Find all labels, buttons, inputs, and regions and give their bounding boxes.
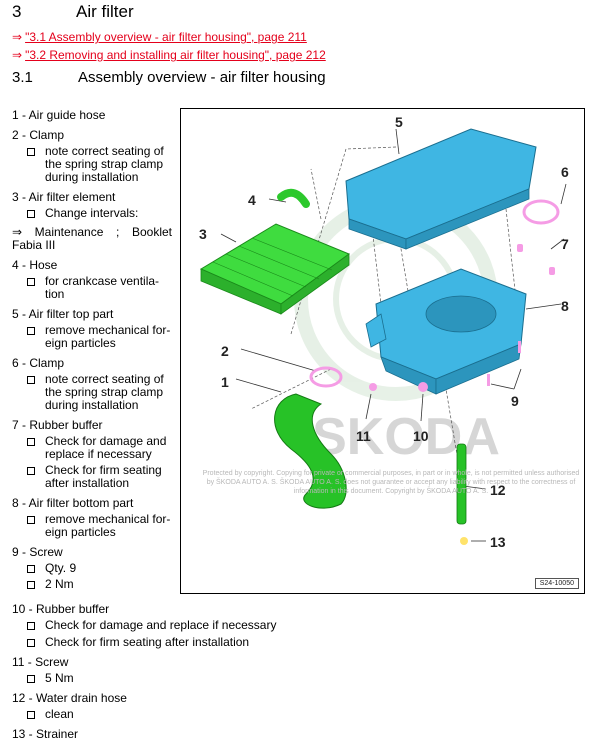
maintenance-reference: ⇒ Maintenance ; Booklet Fabia III [12,226,172,252]
part-item-3: 3 - Air filter element Change intervals:… [12,191,172,252]
part-item-5: 5 - Air filter top part remove mechanica… [12,308,172,350]
callout-1: 1 [221,374,229,390]
part-item-13: 13 - Strainer [12,728,572,741]
part-item-1: 1 - Air guide hose [12,109,172,122]
part-item-9: 9 - Screw Qty. 9 2 Nm [12,546,172,591]
link-removing-installing[interactable]: ⇒"3.2 Removing and installing air filter… [12,48,326,62]
link-arrow-icon: ⇒ [12,30,22,44]
section-title: Assembly overview - air filter housing [78,69,326,86]
callout-4: 4 [248,192,256,208]
part-label: 1 - Air guide hose [12,109,172,122]
part-label: 8 - Air filter bottom part [12,497,172,510]
link-text: "3.1 Assembly overview - air filter hous… [25,30,307,44]
part-label: 11 - Screw [12,656,572,669]
part-note: note correct seating of the spring strap… [12,373,172,412]
part-note: 5 Nm [12,672,572,685]
strainer [460,537,468,545]
part-note: Change intervals: [12,207,172,220]
watermark-text: SKODA [312,408,500,466]
callout-3: 3 [199,226,207,242]
part-note: Check for firm seating after installatio… [12,636,572,649]
callout-11: 11 [356,428,371,444]
part-note: 2 Nm [12,578,172,591]
part-note: remove mechanical for-eign particles [12,324,172,350]
air-filter-top-part [346,129,536,239]
air-filter-drawing: SKODA [181,109,585,594]
exploded-view-figure: SKODA [180,108,585,594]
part-item-10: 10 - Rubber buffer Check for damage and … [12,603,572,649]
callout-7: 7 [561,236,569,252]
part-note: Check for firm seating after installatio… [12,464,172,490]
part-note: for crankcase ventila-tion [12,275,172,301]
rubber-buffer-10 [418,382,428,392]
rubber-buffers-7 [517,244,555,275]
figure-code: S24-10050 [535,578,579,589]
part-item-2: 2 - Clamp note correct seating of the sp… [12,129,172,184]
chapter-title: Air filter [76,2,134,21]
copyright-notice: Protected by copyright. Copying for priv… [201,469,581,496]
link-arrow-icon: ⇒ [12,48,22,62]
part-note: Check for damage and replace if necessar… [12,435,172,461]
parts-list-continued: 10 - Rubber buffer Check for damage and … [12,603,572,744]
part-item-6: 6 - Clamp note correct seating of the sp… [12,357,172,412]
part-label: 9 - Screw [12,546,172,559]
part-item-4: 4 - Hose for crankcase ventila-tion [12,259,172,301]
screw-11 [369,383,377,391]
part-label: 2 - Clamp [12,129,172,142]
chapter-number: 3 [12,2,76,22]
section-number: 3.1 [12,69,78,86]
part-label: 5 - Air filter top part [12,308,172,321]
link-text: "3.2 Removing and installing air filter … [25,48,326,62]
part-note: remove mechanical for-eign particles [12,513,172,539]
part-label: 12 - Water drain hose [12,692,572,705]
callout-6: 6 [561,164,569,180]
part-item-7: 7 - Rubber buffer Check for damage and r… [12,419,172,490]
part-note: clean [12,708,572,721]
callout-9: 9 [511,393,519,409]
callout-8: 8 [561,298,569,314]
crankcase-hose [281,193,306,204]
parts-list: 1 - Air guide hose 2 - Clamp note correc… [12,109,172,594]
link-assembly-overview[interactable]: ⇒"3.1 Assembly overview - air filter hou… [12,30,307,44]
callout-13: 13 [490,534,506,550]
clamp-6 [524,201,558,223]
callout-5: 5 [395,114,403,130]
part-item-11: 11 - Screw 5 Nm [12,656,572,685]
part-note: Qty. 9 [12,562,172,575]
callout-2: 2 [221,343,229,359]
part-label: 10 - Rubber buffer [12,603,572,616]
part-item-8: 8 - Air filter bottom part remove mechan… [12,497,172,539]
part-note: note correct seating of the spring strap… [12,145,172,184]
part-label: 13 - Strainer [12,728,572,741]
part-label: 3 - Air filter element [12,191,172,204]
callout-10: 10 [413,428,429,444]
part-item-12: 12 - Water drain hose clean [12,692,572,721]
part-label: 4 - Hose [12,259,172,272]
part-label: 7 - Rubber buffer [12,419,172,432]
part-label: 6 - Clamp [12,357,172,370]
part-note: Check for damage and replace if necessar… [12,619,572,632]
